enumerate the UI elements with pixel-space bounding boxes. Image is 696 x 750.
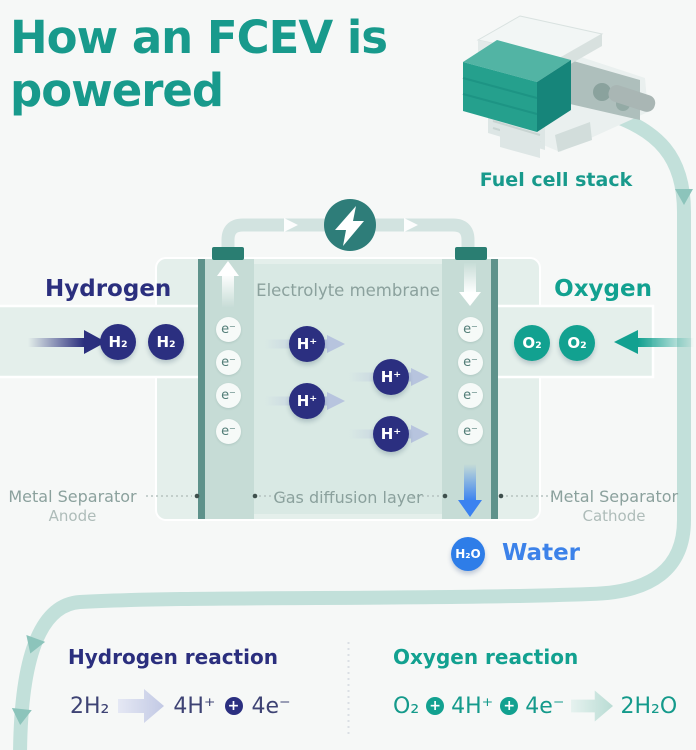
flow-curve xyxy=(11,103,693,750)
plus-icon: + xyxy=(500,697,519,715)
reaction-arrow-icon xyxy=(118,689,165,723)
equation-term: 4e⁻ xyxy=(251,693,291,719)
metal-separator-cathode-label: Metal Separator Cathode xyxy=(540,487,688,526)
electricity-badge xyxy=(324,199,376,251)
metal-separator-right-title: Metal Separator xyxy=(549,487,679,506)
separator-strip-right xyxy=(491,259,498,519)
wire-arrow-icon xyxy=(404,218,418,232)
h2-molecule: H₂ xyxy=(100,324,136,360)
electron: e⁻ xyxy=(458,317,483,342)
electron: e⁻ xyxy=(216,317,241,342)
hydrogen-reaction-equation: 2H₂ 4H⁺ + 4e⁻ xyxy=(70,687,291,725)
plus-icon: + xyxy=(224,697,243,715)
up-arrow-icon xyxy=(217,261,239,276)
metal-separator-anode-label: Metal Separator Anode xyxy=(0,487,145,526)
equation-term: 4H⁺ xyxy=(173,693,216,719)
h2o-molecule: H₂O xyxy=(451,537,485,571)
fuel-cell-stack-label: Fuel cell stack xyxy=(479,169,633,191)
water-arrow-icon xyxy=(458,500,482,517)
oxygen-inlet-arrow-icon xyxy=(614,330,638,354)
anode-label: Anode xyxy=(48,507,97,525)
hydrogen-inlet-arrow-icon xyxy=(84,330,106,354)
fuel-cell-body xyxy=(0,247,655,521)
flow-arrow-icon xyxy=(675,189,693,205)
wire-arrow-icon xyxy=(284,218,298,232)
h-plus-ion: H⁺ xyxy=(373,359,409,395)
equation-term: O₂ xyxy=(393,693,420,719)
water-label: Water xyxy=(502,540,581,566)
gas-diffusion-layer-label: Gas diffusion layer xyxy=(273,488,423,507)
electron: e⁻ xyxy=(216,419,241,444)
lightning-bolt-icon xyxy=(335,206,364,246)
page-title: How an FCEV is powered xyxy=(10,11,388,117)
direction-arrows xyxy=(217,261,482,517)
hydrogen-reaction-title: Hydrogen reaction xyxy=(68,645,278,669)
electron: e⁻ xyxy=(458,419,483,444)
electron: e⁻ xyxy=(458,383,483,408)
separator-strip-left xyxy=(198,259,205,519)
terminal-left xyxy=(212,247,244,260)
fuel-cell-stack-illustration xyxy=(462,15,656,158)
flow-arrow-icon xyxy=(11,707,32,725)
h2-molecule: H₂ xyxy=(148,324,184,360)
metal-separator-left-title: Metal Separator xyxy=(8,487,137,506)
o2-molecule: O₂ xyxy=(514,325,550,361)
electron: e⁻ xyxy=(458,350,483,375)
leader-dots xyxy=(194,493,504,499)
h-plus-ion: H⁺ xyxy=(373,416,409,452)
electron: e⁻ xyxy=(216,383,241,408)
oxygen-label: Oxygen xyxy=(554,276,652,302)
equation-term: 4H⁺ xyxy=(451,693,494,719)
equation-term: 2H₂O xyxy=(620,693,678,719)
reaction-arrow-icon xyxy=(571,690,614,722)
o2-molecule: O₂ xyxy=(559,325,595,361)
oxygen-reaction-title: Oxygen reaction xyxy=(393,645,579,669)
equation-term: 4e⁻ xyxy=(525,693,565,719)
inlet-arrows xyxy=(28,330,694,354)
terminal-right xyxy=(455,247,487,260)
equation-term: 2H₂ xyxy=(70,693,110,719)
hydrogen-label: Hydrogen xyxy=(45,276,172,302)
electron: e⁻ xyxy=(216,350,241,375)
down-arrow-icon xyxy=(459,292,481,306)
h-plus-ion: H⁺ xyxy=(289,383,325,419)
plus-icon: + xyxy=(426,697,445,715)
oxygen-reaction-equation: O₂ + 4H⁺ + 4e⁻ 2H₂O xyxy=(393,687,677,725)
flow-arrow-icon xyxy=(26,635,46,654)
cathode-label: Cathode xyxy=(582,507,646,525)
electrolyte-membrane-label: Electrolyte membrane xyxy=(256,281,440,300)
h-plus-ion: H⁺ xyxy=(289,326,325,362)
membrane-area xyxy=(254,264,442,514)
